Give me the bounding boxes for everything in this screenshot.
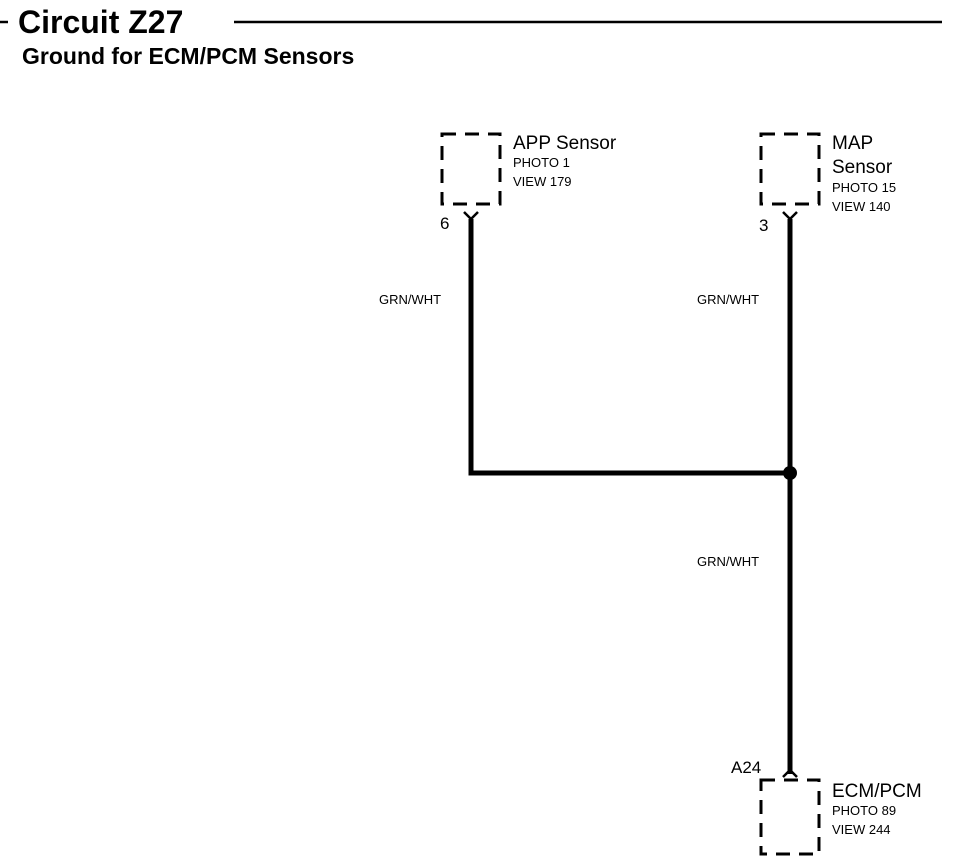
wire-label-map: GRN/WHT xyxy=(697,292,759,307)
ecm-pcm-pin: A24 xyxy=(731,758,761,777)
wire-label-app: GRN/WHT xyxy=(379,292,441,307)
map-sensor-view: VIEW 140 xyxy=(832,199,891,214)
map-sensor-name-line2: Sensor xyxy=(832,157,893,178)
map-sensor-name-line1: MAP xyxy=(832,133,873,154)
app-sensor-photo: PHOTO 1 xyxy=(513,155,570,170)
map-sensor-photo: PHOTO 15 xyxy=(832,180,896,195)
app-sensor: APP Sensor PHOTO 1 VIEW 179 6 xyxy=(440,132,617,233)
app-sensor-connector-icon xyxy=(463,211,479,221)
map-sensor-box xyxy=(759,132,821,206)
map-sensor-pin: 3 xyxy=(759,216,768,235)
ecm-pcm-box xyxy=(759,778,821,856)
map-sensor-connector-icon xyxy=(782,211,798,221)
app-sensor-pin: 6 xyxy=(440,214,449,233)
app-sensor-view: VIEW 179 xyxy=(513,174,572,189)
splice-dot xyxy=(783,466,797,480)
ecm-pcm-view: VIEW 244 xyxy=(832,822,891,837)
circuit-title: Circuit Z27 xyxy=(18,4,183,40)
map-sensor: MAP Sensor PHOTO 15 VIEW 140 3 xyxy=(759,132,896,235)
ecm-pcm: A24 ECM/PCM PHOTO 89 VIEW 244 xyxy=(731,758,922,856)
wire-label-ecm: GRN/WHT xyxy=(697,554,759,569)
ecm-pcm-connector-icon xyxy=(782,768,798,778)
circuit-subtitle: Ground for ECM/PCM Sensors xyxy=(22,43,354,69)
ecm-pcm-name: ECM/PCM xyxy=(832,781,922,802)
wire-app-to-splice xyxy=(468,219,790,476)
ecm-pcm-photo: PHOTO 89 xyxy=(832,803,896,818)
app-sensor-box xyxy=(440,132,502,206)
app-sensor-name: APP Sensor xyxy=(513,133,617,154)
